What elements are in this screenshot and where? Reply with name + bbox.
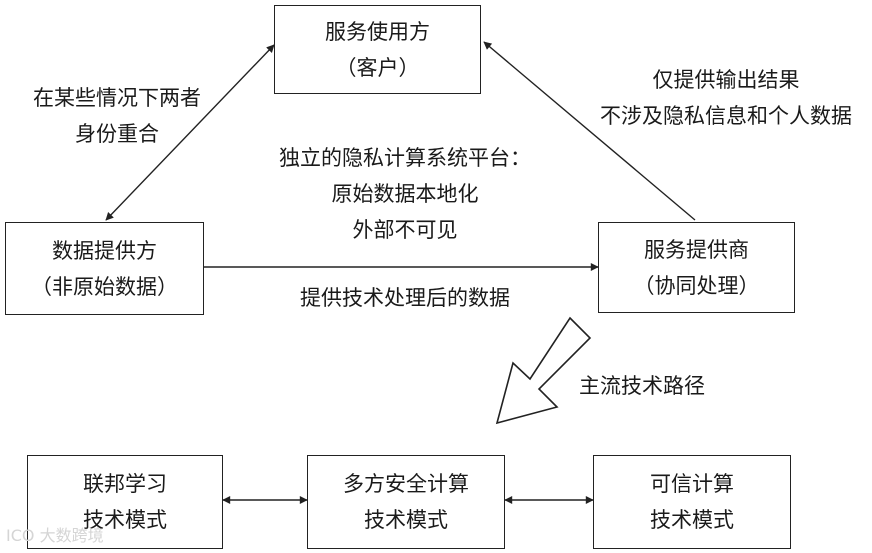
arrow-service-to-user <box>483 41 696 221</box>
label-platform: 独立的隐私计算系统平台： 原始数据本地化 外部不可见 <box>260 140 550 248</box>
label-output-only-line1: 仅提供输出结果 <box>652 68 800 92</box>
label-platform-line3: 外部不可见 <box>352 218 458 242</box>
label-identity-overlap-line2: 身份重合 <box>75 122 159 146</box>
label-identity-overlap: 在某些情况下两者 身份重合 <box>12 80 222 152</box>
node-service-provider-line2: （协同处理） <box>633 273 760 298</box>
node-federated-line2: 技术模式 <box>83 508 167 532</box>
node-service-user-line2: （客户） <box>335 55 420 80</box>
watermark: ICO 大数跨境 <box>6 522 104 546</box>
node-service-user-line1: 服务使用方 <box>325 19 430 44</box>
node-service-provider: 服务提供商 （协同处理） <box>598 222 795 313</box>
node-data-provider-line1: 数据提供方 <box>52 238 157 263</box>
node-trusted-line1: 可信计算 <box>650 472 734 496</box>
node-service-provider-line1: 服务提供商 <box>644 237 749 262</box>
node-mpc-line1: 多方安全计算 <box>343 472 469 496</box>
node-mpc-line2: 技术模式 <box>364 508 448 532</box>
watermark-logo-icon: ICO <box>6 526 35 545</box>
node-trusted-line2: 技术模式 <box>650 508 734 532</box>
label-processed-data-text: 提供技术处理后的数据 <box>300 286 510 310</box>
node-service-user: 服务使用方 （客户） <box>274 5 481 94</box>
node-data-provider-line2: （非原始数据） <box>31 274 178 299</box>
node-data-provider: 数据提供方 （非原始数据） <box>5 222 204 315</box>
label-platform-line2: 原始数据本地化 <box>331 182 479 206</box>
label-processed-data: 提供技术处理后的数据 <box>270 280 540 316</box>
label-mainstream-path-text: 主流技术路径 <box>579 374 705 398</box>
label-platform-line1: 独立的隐私计算系统平台： <box>279 146 531 170</box>
label-output-only: 仅提供输出结果 不涉及隐私信息和个人数据 <box>580 62 872 134</box>
label-mainstream-path: 主流技术路径 <box>579 368 705 404</box>
label-output-only-line2: 不涉及隐私信息和个人数据 <box>600 104 852 128</box>
node-mpc: 多方安全计算 技术模式 <box>307 455 505 549</box>
label-identity-overlap-line1: 在某些情况下两者 <box>33 86 201 110</box>
node-federated-line1: 联邦学习 <box>83 472 167 496</box>
watermark-text: 大数跨境 <box>39 526 104 545</box>
node-trusted-computing: 可信计算 技术模式 <box>593 455 791 549</box>
arrow-provider-user <box>105 44 275 221</box>
mainstream-block-arrow <box>495 316 592 425</box>
node-federated-learning: 联邦学习 技术模式 <box>27 455 223 549</box>
